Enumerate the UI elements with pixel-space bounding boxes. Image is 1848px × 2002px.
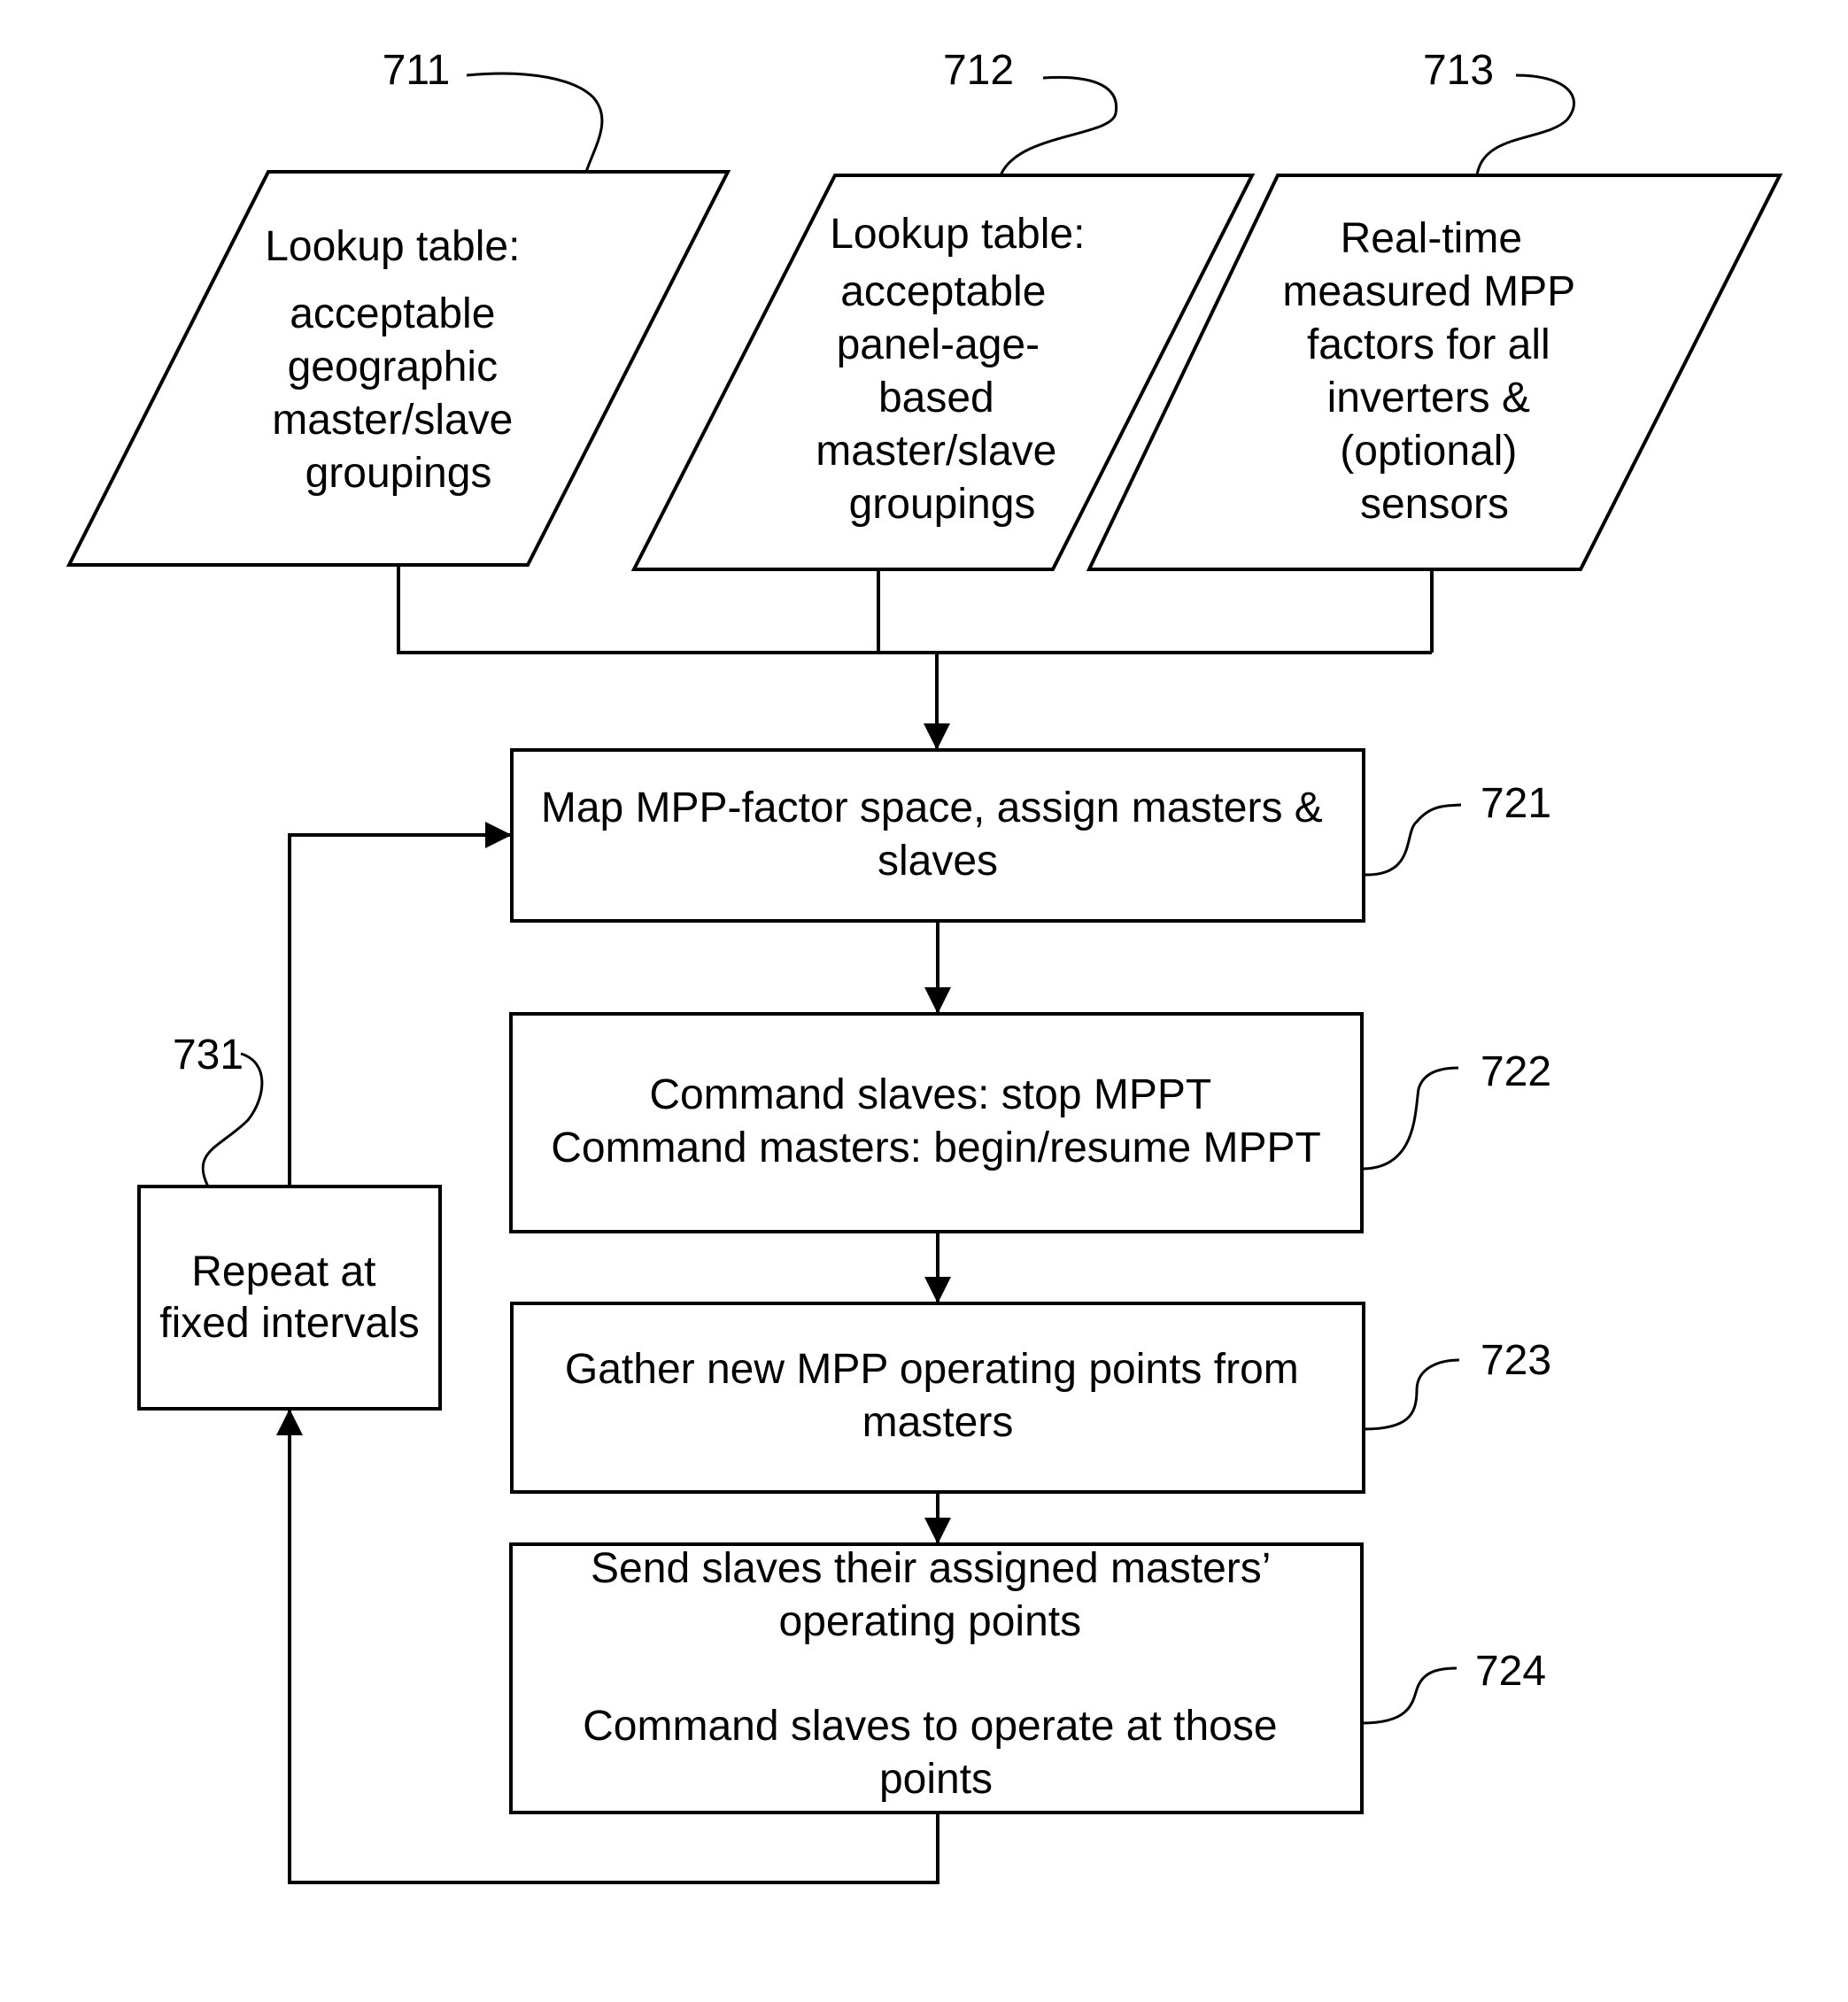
step-node-724: Send slaves their assigned masters’ oper… [511,1544,1362,1813]
ref-721: 721 [1481,780,1551,827]
leader-712 [1001,77,1117,175]
leader-722 [1362,1068,1458,1169]
connector-711-merge [398,567,1432,653]
step-box-722 [511,1014,1362,1232]
leader-721 [1364,805,1461,875]
leader-724 [1362,1668,1457,1723]
ref-711: 711 [383,47,451,94]
repeat-box-731 [139,1187,440,1409]
step-box-723 [512,1303,1364,1492]
leader-723 [1364,1360,1459,1429]
ref-723: 723 [1481,1337,1551,1384]
ref-713: 713 [1423,47,1494,94]
ref-722: 722 [1481,1048,1551,1095]
input-node-711: Lookup table: acceptable geographic mast… [69,172,728,565]
ref-724: 724 [1475,1648,1546,1695]
step-node-723: Gather new MPP operating points from mas… [512,1303,1364,1492]
step-node-721: Map MPP-factor space, assign masters & s… [512,750,1364,921]
step-node-722: Command slaves: stop MPPT Command master… [511,1014,1362,1232]
ref-731: 731 [173,1032,244,1078]
step-box-721 [512,750,1364,921]
arrow-repeat-to-721 [290,835,512,1187]
leader-711 [467,73,602,172]
ref-712: 712 [943,47,1014,94]
repeat-node-731: Repeat at fixed intervals [139,1187,440,1409]
